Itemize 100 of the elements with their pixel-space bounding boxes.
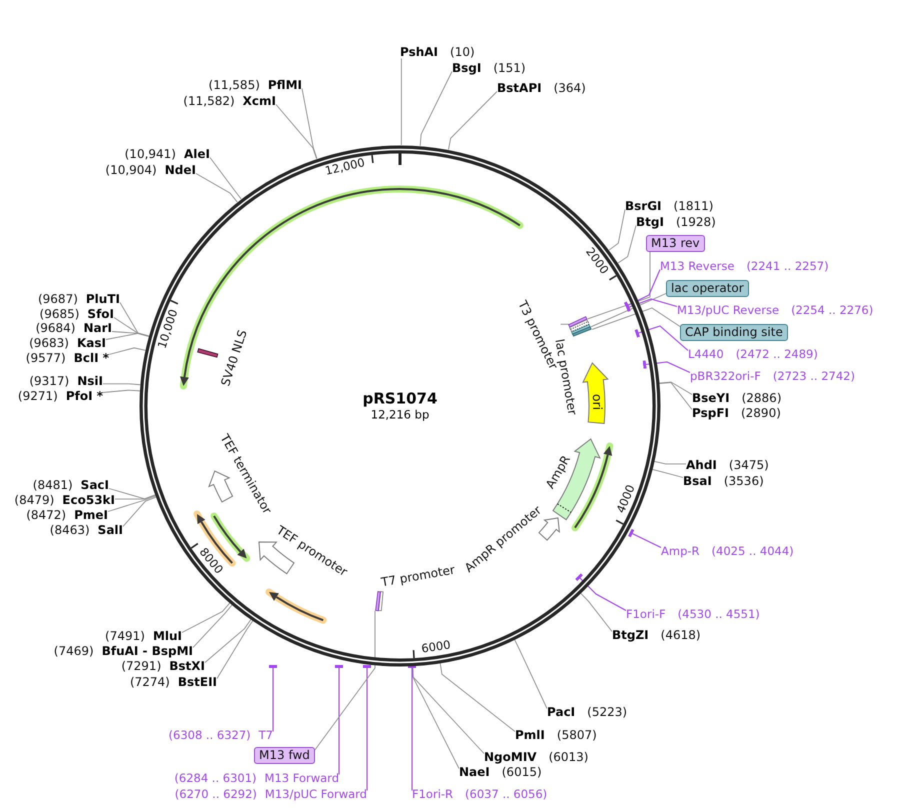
leader-line [216,620,254,679]
cut-site-position: (9683) [29,336,69,350]
leader-line [575,573,626,611]
enzyme-name: Eco53kI [62,492,115,506]
scale-label: 4000 [614,483,638,516]
leader-line [106,332,150,340]
leader-line [590,293,666,328]
cut-site-position: (3536) [724,474,764,488]
leader-line [618,225,636,264]
cut-site-position: (11,585) [208,78,260,92]
primer-binding-range: (6308 .. 6327) [168,728,251,742]
primer-binding-range: (6037 .. 6056) [465,786,548,800]
cut-site-position: (9687) [38,292,78,306]
enzyme-name: BclI * [74,350,109,364]
primer-name: Amp-R [661,544,700,558]
feature-tag: CAP binding site [680,324,788,340]
cut-site-position: (7491) [105,628,145,642]
leader-line [408,665,416,790]
cut-site-position: (10,904) [105,162,157,176]
leader-line [634,325,688,351]
cut-site-position: (7291) [121,658,162,672]
primer-binding-range: (2254 .. 2276) [791,302,874,316]
leader-line [210,157,242,200]
leader-line [102,383,141,386]
feature-bar [570,321,590,332]
enzyme-name: BtgZI [612,628,649,642]
primer-name: T7 [258,728,273,742]
cut-site-position: (5807) [556,728,597,742]
leader-line [628,528,662,548]
leader-line [269,665,277,732]
leader-line [363,665,371,790]
feature-label: T7 promoter [380,562,456,590]
leader-line [102,390,140,393]
enzyme-name: PmlI [515,728,545,742]
plasmid-size: 12,216 bp [370,407,430,422]
leader-line [659,382,692,410]
enzyme-name: PflMI [268,78,302,92]
cut-site-position: (9685) [40,306,80,320]
feature-block [258,540,296,574]
leader-line [652,469,684,478]
primer-name: M13/pUC Forward [264,786,367,800]
cut-site-position: (5223) [587,704,628,718]
enzyme-name: BtgI [636,214,664,228]
primer-binding-range: (6270 .. 6292) [174,786,257,800]
enzyme-name: MluI [152,628,182,642]
primer-name: M13 Forward [264,770,339,784]
cut-site-position: (1928) [676,214,716,228]
feature-bar [374,590,381,611]
primer-name: M13/pUC Reverse [677,302,780,316]
feature-tag: M13 fwd [254,747,315,764]
leader-line [276,104,318,160]
feature-block [208,470,234,503]
leader-line [108,496,156,512]
enzyme-name: XcmI [242,94,276,108]
enzyme-name: SacI [80,478,109,492]
primer-binding-range: (4025 .. 4044) [712,544,794,558]
enzyme-name: SfoI [87,306,114,320]
cut-site-position: (8463) [50,522,90,536]
cut-site-position: (9684) [36,320,76,334]
enzyme-name: BsgI [452,60,482,74]
leader-line [204,618,252,663]
cut-site-position: (364) [554,80,586,94]
enzyme-name: KasI [76,336,106,350]
enzyme-name: PshAI [400,44,438,58]
leader-line [420,71,452,146]
cut-site-position: (8479) [14,492,54,506]
enzyme-name: PmeI [74,508,108,522]
enzyme-name: PacI [547,704,576,718]
enzyme-name: PluTI [86,292,120,306]
enzyme-name: NdeI [164,162,196,176]
cut-site-position: (1811) [674,198,714,212]
cut-site-position: (10,941) [124,146,176,160]
leader-line [514,639,548,709]
enzyme-name: NarI [83,320,112,334]
primer-name: F1ori-F [626,606,666,620]
leader-line [624,269,660,310]
cut-site-position: (8472) [26,508,66,522]
feature-bar [572,326,592,338]
cut-site-position: (2890) [740,406,781,420]
leader-line [587,252,650,320]
enzyme-name: NaeI [459,764,490,778]
leader-line [314,610,376,750]
plasmid-name: pRS1074 [362,391,438,406]
cut-site-position: (151) [493,60,526,74]
enzyme-name: BstXI [169,658,205,672]
leader-line [120,302,150,336]
enzyme-name: BfuAI - BspMI [102,644,193,658]
cut-site-position: (11,582) [183,94,235,108]
leader-line [114,317,150,337]
leader-line [108,488,156,500]
feature-label: SV40 NLS [218,328,250,388]
feature-bar [568,316,588,328]
feature-tag: lac operator [666,280,749,296]
leader-line [440,662,516,732]
enzyme-name: BstAPI [497,80,542,94]
cut-site-position: (4618) [660,628,701,642]
leader-line [659,382,692,395]
cut-site-position: (3475) [728,458,769,472]
leader-line [592,308,680,330]
leader-line [654,461,686,464]
